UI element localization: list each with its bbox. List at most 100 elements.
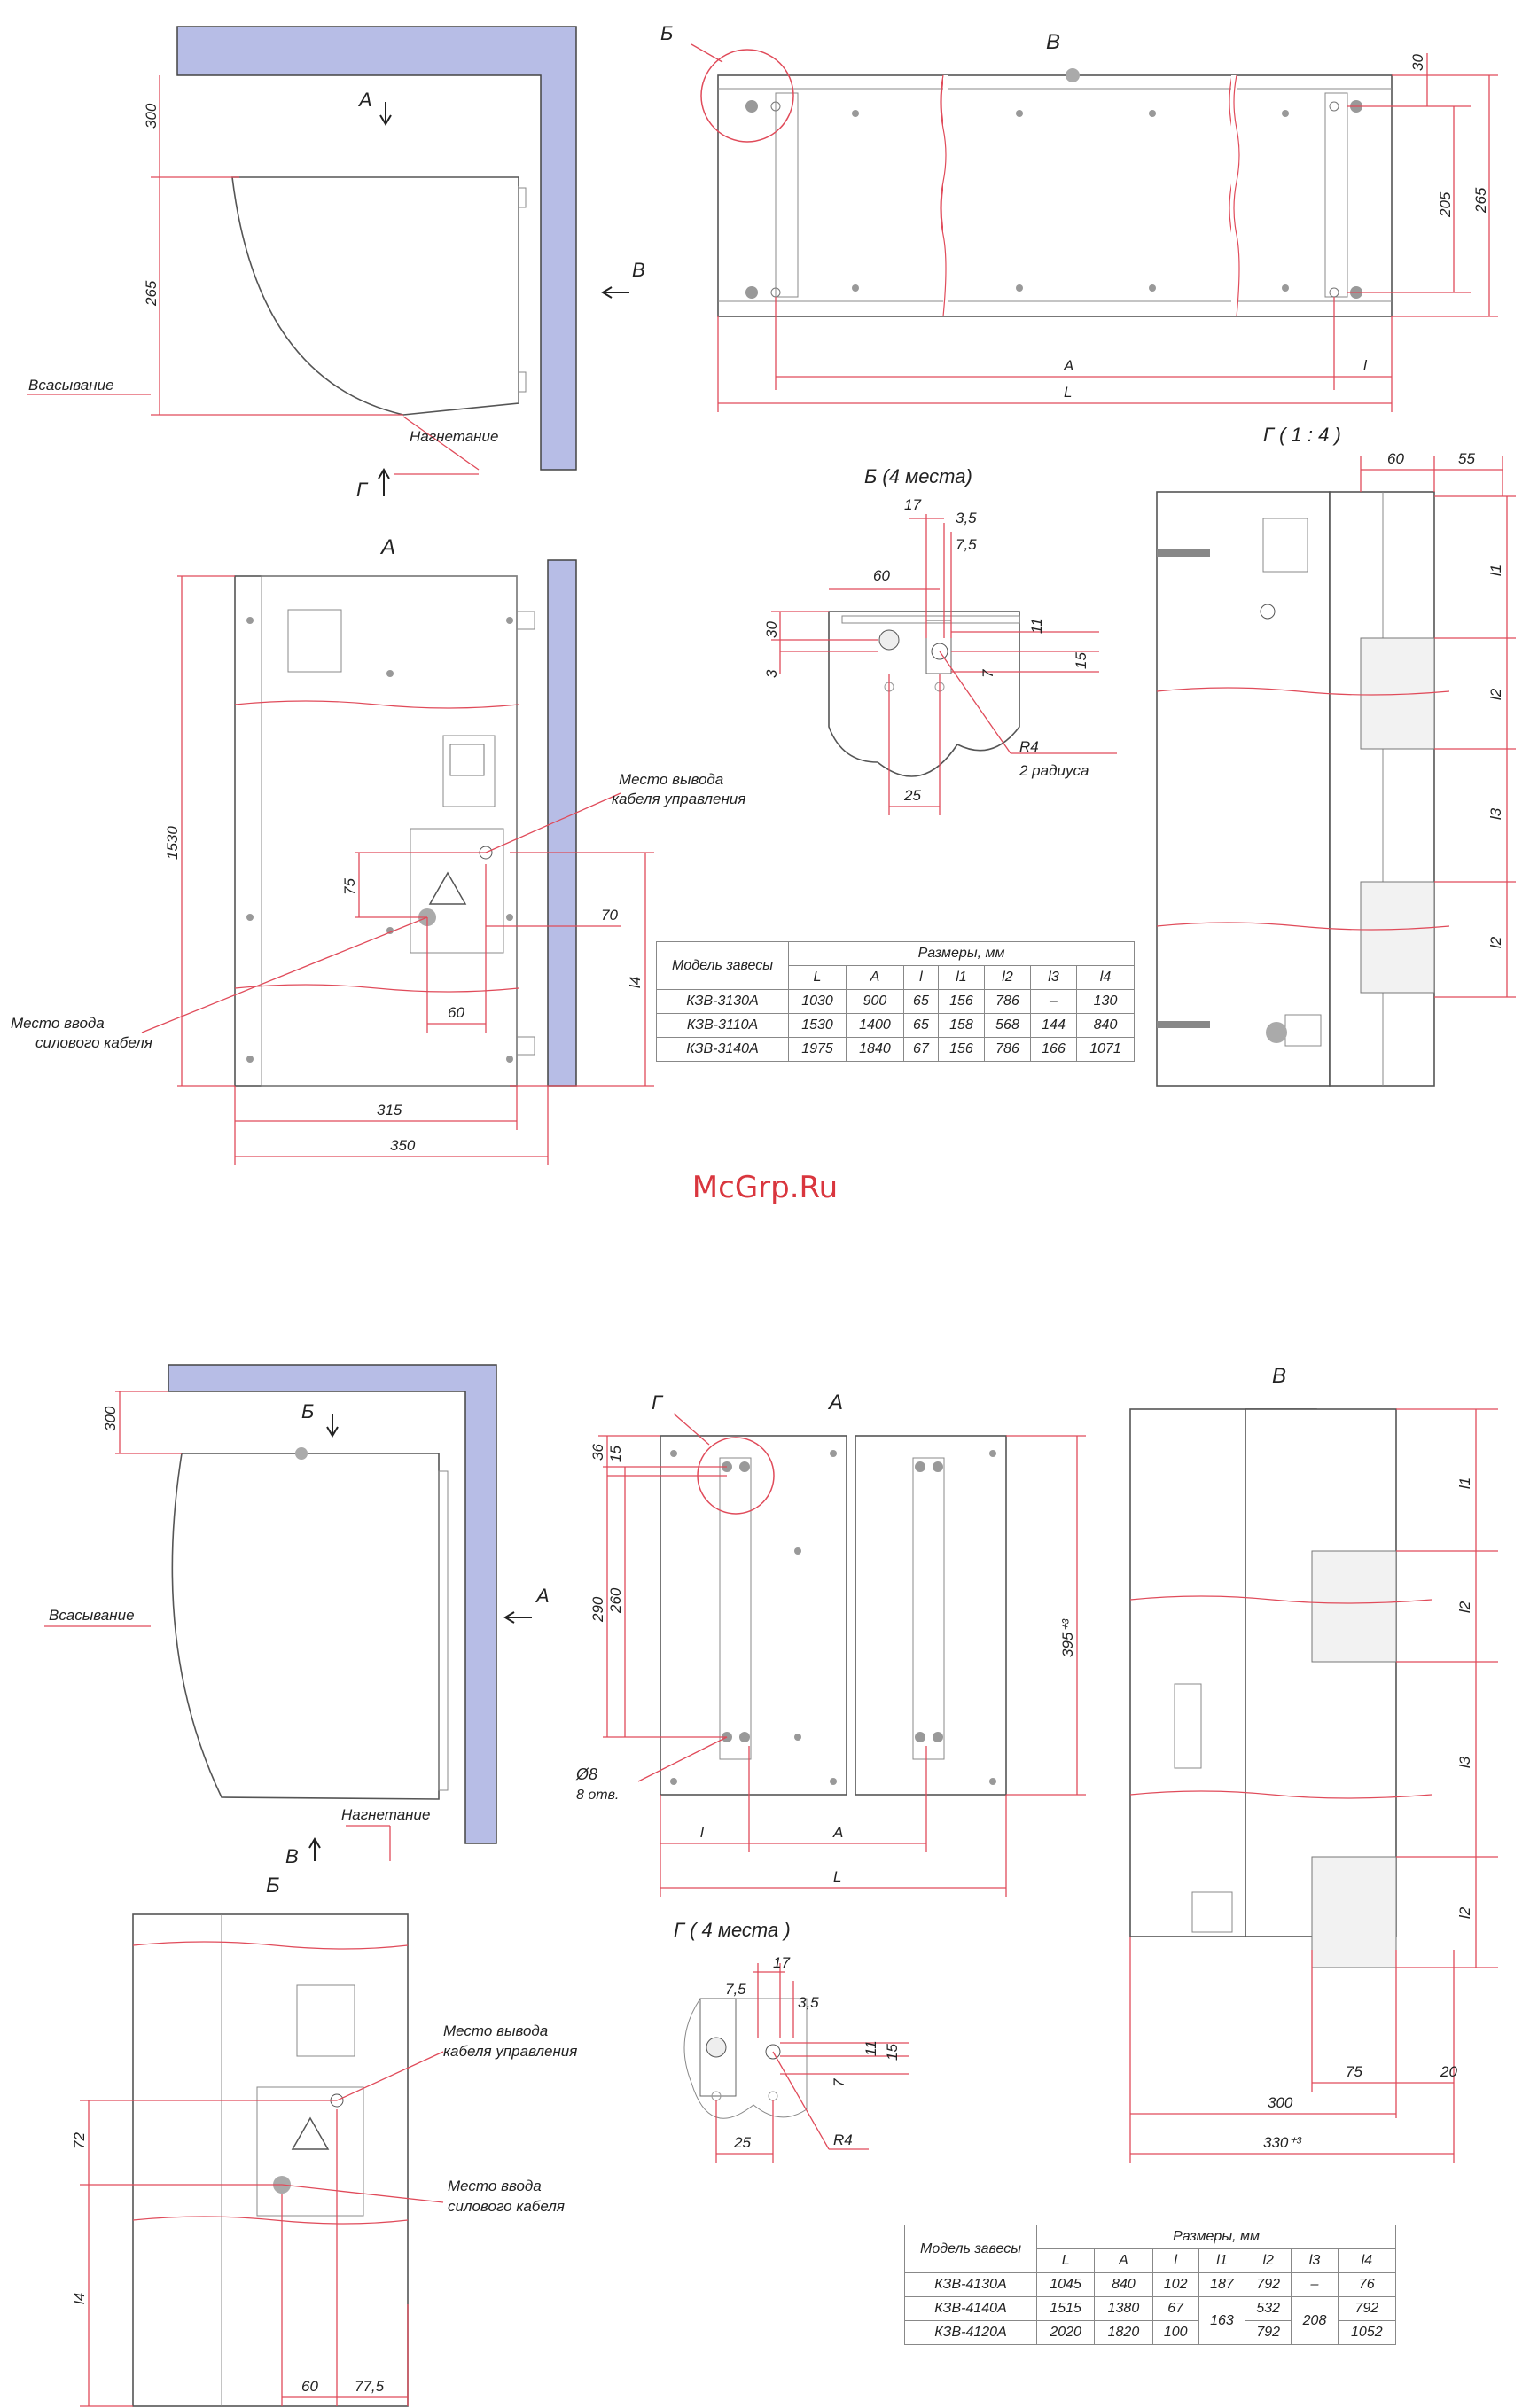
dim-30: 30 <box>763 621 780 638</box>
cell: – <box>1029 989 1078 1014</box>
electrical-box <box>410 828 504 954</box>
dim-17: 17 <box>773 1954 790 1971</box>
table-row: КЗВ-4120А 2020 1820 100 792 1052 <box>904 2320 1397 2345</box>
dim-l1: l1 <box>1487 565 1504 576</box>
d1-detail-b: Б (4 места) 17 3,5 7,5 60 30 3 11 15 7 2… <box>763 465 1117 815</box>
dim-60: 60 <box>873 567 890 584</box>
dim-30: 30 <box>1409 54 1426 71</box>
discharge-label: Нагнетание <box>341 1806 430 1823</box>
detail-b-title: Б (4 места) <box>864 465 972 487</box>
col-header: l3 <box>1291 2248 1339 2273</box>
dim-265: 265 <box>1472 187 1489 214</box>
model-cell: КЗВ-3110А <box>656 1013 789 1038</box>
table-header-group: Размеры, мм <box>1036 2225 1396 2249</box>
suction-label: Всасывание <box>49 1607 135 1624</box>
d2-view-b: Б Место вывода кабеля управления Место в… <box>71 1874 577 2407</box>
dim-36: 36 <box>589 1444 606 1461</box>
control-cable-label-2: кабеля управления <box>612 791 745 807</box>
dim-395: 395⁺³ <box>1059 1618 1076 1657</box>
power-cable-label-1: Место ввода <box>448 2178 542 2194</box>
cell: 840 <box>1094 2272 1153 2297</box>
dim-15: 15 <box>1073 652 1089 669</box>
dim-1530: 1530 <box>164 826 181 860</box>
cell: 786 <box>983 1037 1032 1062</box>
arrow-v-label: В <box>285 1845 299 1867</box>
warning-icon <box>291 2116 330 2150</box>
model-cell: КЗВ-4130А <box>904 2272 1037 2297</box>
mark-b: Б <box>660 22 673 44</box>
view-a-body <box>234 575 518 1087</box>
dim-l: l <box>1363 357 1368 374</box>
arrow-a-icon <box>379 102 392 126</box>
dim-265: 265 <box>143 280 160 307</box>
col-header: l <box>1151 2248 1199 2273</box>
cell: 568 <box>983 1013 1032 1038</box>
model-cell: КЗВ-4120А <box>904 2320 1037 2345</box>
cell: 792 <box>1245 2272 1292 2297</box>
r4-label: R4 <box>1019 738 1039 755</box>
model-cell: КЗВ-3130А <box>656 989 789 1014</box>
cell: 900 <box>845 989 904 1014</box>
cell: 1515 <box>1035 2296 1096 2321</box>
table-row: КЗВ-3110А 1530 1400 65 158 568 144 840 <box>656 1013 1135 1038</box>
arrow-g-label: Г <box>356 479 369 501</box>
table-header-group: Размеры, мм <box>788 941 1135 966</box>
col-header: l2 <box>983 965 1032 990</box>
cell: 67 <box>1151 2296 1199 2321</box>
dim-15: 15 <box>884 2044 901 2061</box>
cell: 1045 <box>1035 2272 1096 2297</box>
dim-3-5: 3,5 <box>956 510 977 526</box>
wall-section <box>176 26 577 471</box>
cell: 1030 <box>788 989 847 1014</box>
power-cable-label-1: Место ввода <box>11 1015 105 1032</box>
cell: 130 <box>1076 989 1135 1014</box>
arrow-v-label: В <box>632 259 645 281</box>
dim-L: L <box>1064 384 1072 401</box>
d1-view-a: А 1530 75 70 60 <box>11 535 745 1165</box>
dim-l2: l2 <box>1487 688 1504 700</box>
col-header: l2 <box>1245 2248 1292 2273</box>
unit-housing <box>171 1453 440 1800</box>
dim-l: l <box>700 1824 705 1841</box>
dim-330: 330⁺³ <box>1263 2134 1302 2151</box>
view-v-title: В <box>1046 30 1060 54</box>
dim-72: 72 <box>71 2132 88 2149</box>
view-a-title: А <box>379 535 395 559</box>
cell: 1530 <box>788 1013 847 1038</box>
d2-detail-g: Г ( 4 места ) 17 7,5 3,5 11 15 7 25 R4 <box>674 1919 909 2163</box>
d2-side-view: 300 Всасывание Нагнетание Б А В <box>44 1364 550 1867</box>
dim-25: 25 <box>733 2134 751 2151</box>
dim-l3: l3 <box>1487 807 1504 820</box>
dim-11: 11 <box>863 2040 879 2056</box>
mark-g: Г <box>652 1391 664 1414</box>
cell: 1380 <box>1094 2296 1153 2321</box>
dim-290: 290 <box>589 1596 606 1623</box>
dim-l1: l1 <box>1456 1477 1473 1489</box>
dim-20: 20 <box>1440 2063 1457 2080</box>
col-header: l4 <box>1337 2248 1397 2273</box>
model-cell: КЗВ-3140А <box>656 1037 789 1062</box>
cell: 76 <box>1337 2272 1397 2297</box>
model-cell: КЗВ-4140А <box>904 2296 1037 2321</box>
dim-25: 25 <box>903 787 921 804</box>
cell: 1052 <box>1337 2320 1397 2345</box>
cell: 1820 <box>1094 2320 1153 2345</box>
dim-300: 300 <box>102 1406 119 1431</box>
slot-hole-icon <box>706 2037 727 2058</box>
control-cable-label-2: кабеля управления <box>443 2043 577 2060</box>
r4-note: 2 радиуса <box>1019 762 1089 779</box>
dim-7: 7 <box>831 2078 847 2087</box>
view-v-body <box>717 74 1393 317</box>
dim-l2b: l2 <box>1456 1906 1473 1919</box>
r4-label: R4 <box>833 2131 853 2148</box>
hole-label: Ø8 <box>575 1765 597 1783</box>
col-header: l3 <box>1029 965 1078 990</box>
discharge-label: Нагнетание <box>410 428 498 445</box>
cell: 65 <box>902 1013 939 1038</box>
dim-l4: l4 <box>627 977 644 988</box>
dim-A: A <box>832 1824 843 1841</box>
suction-label: Всасывание <box>28 377 114 394</box>
view-b-title: Б <box>266 1874 280 1898</box>
dim-L: L <box>833 1868 841 1885</box>
dim-a: A <box>1063 357 1073 374</box>
